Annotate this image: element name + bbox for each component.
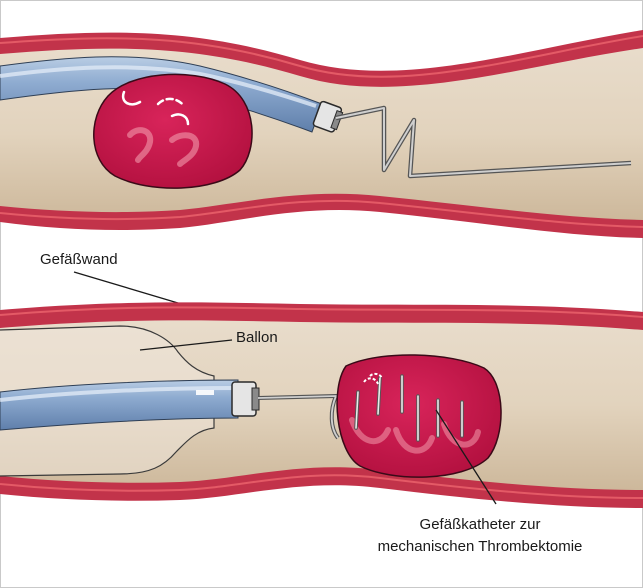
vessel-wall-pointer xyxy=(74,272,188,306)
top-thrombus xyxy=(94,74,252,188)
bottom-vessel xyxy=(0,302,643,508)
bottom-catheter-tip xyxy=(232,382,259,416)
catheter-label: Gefäßkatheter zur mechanischen Thrombekt… xyxy=(330,514,630,558)
balloon-label: Ballon xyxy=(236,329,278,346)
top-vessel xyxy=(0,30,643,238)
catheter-label-line1: Gefäßkatheter zur xyxy=(330,514,630,536)
bottom-thrombus xyxy=(337,355,501,477)
vessel-wall-label: Gefäßwand xyxy=(40,251,118,268)
catheter-label-line2: mechanischen Thrombektomie xyxy=(330,536,630,558)
